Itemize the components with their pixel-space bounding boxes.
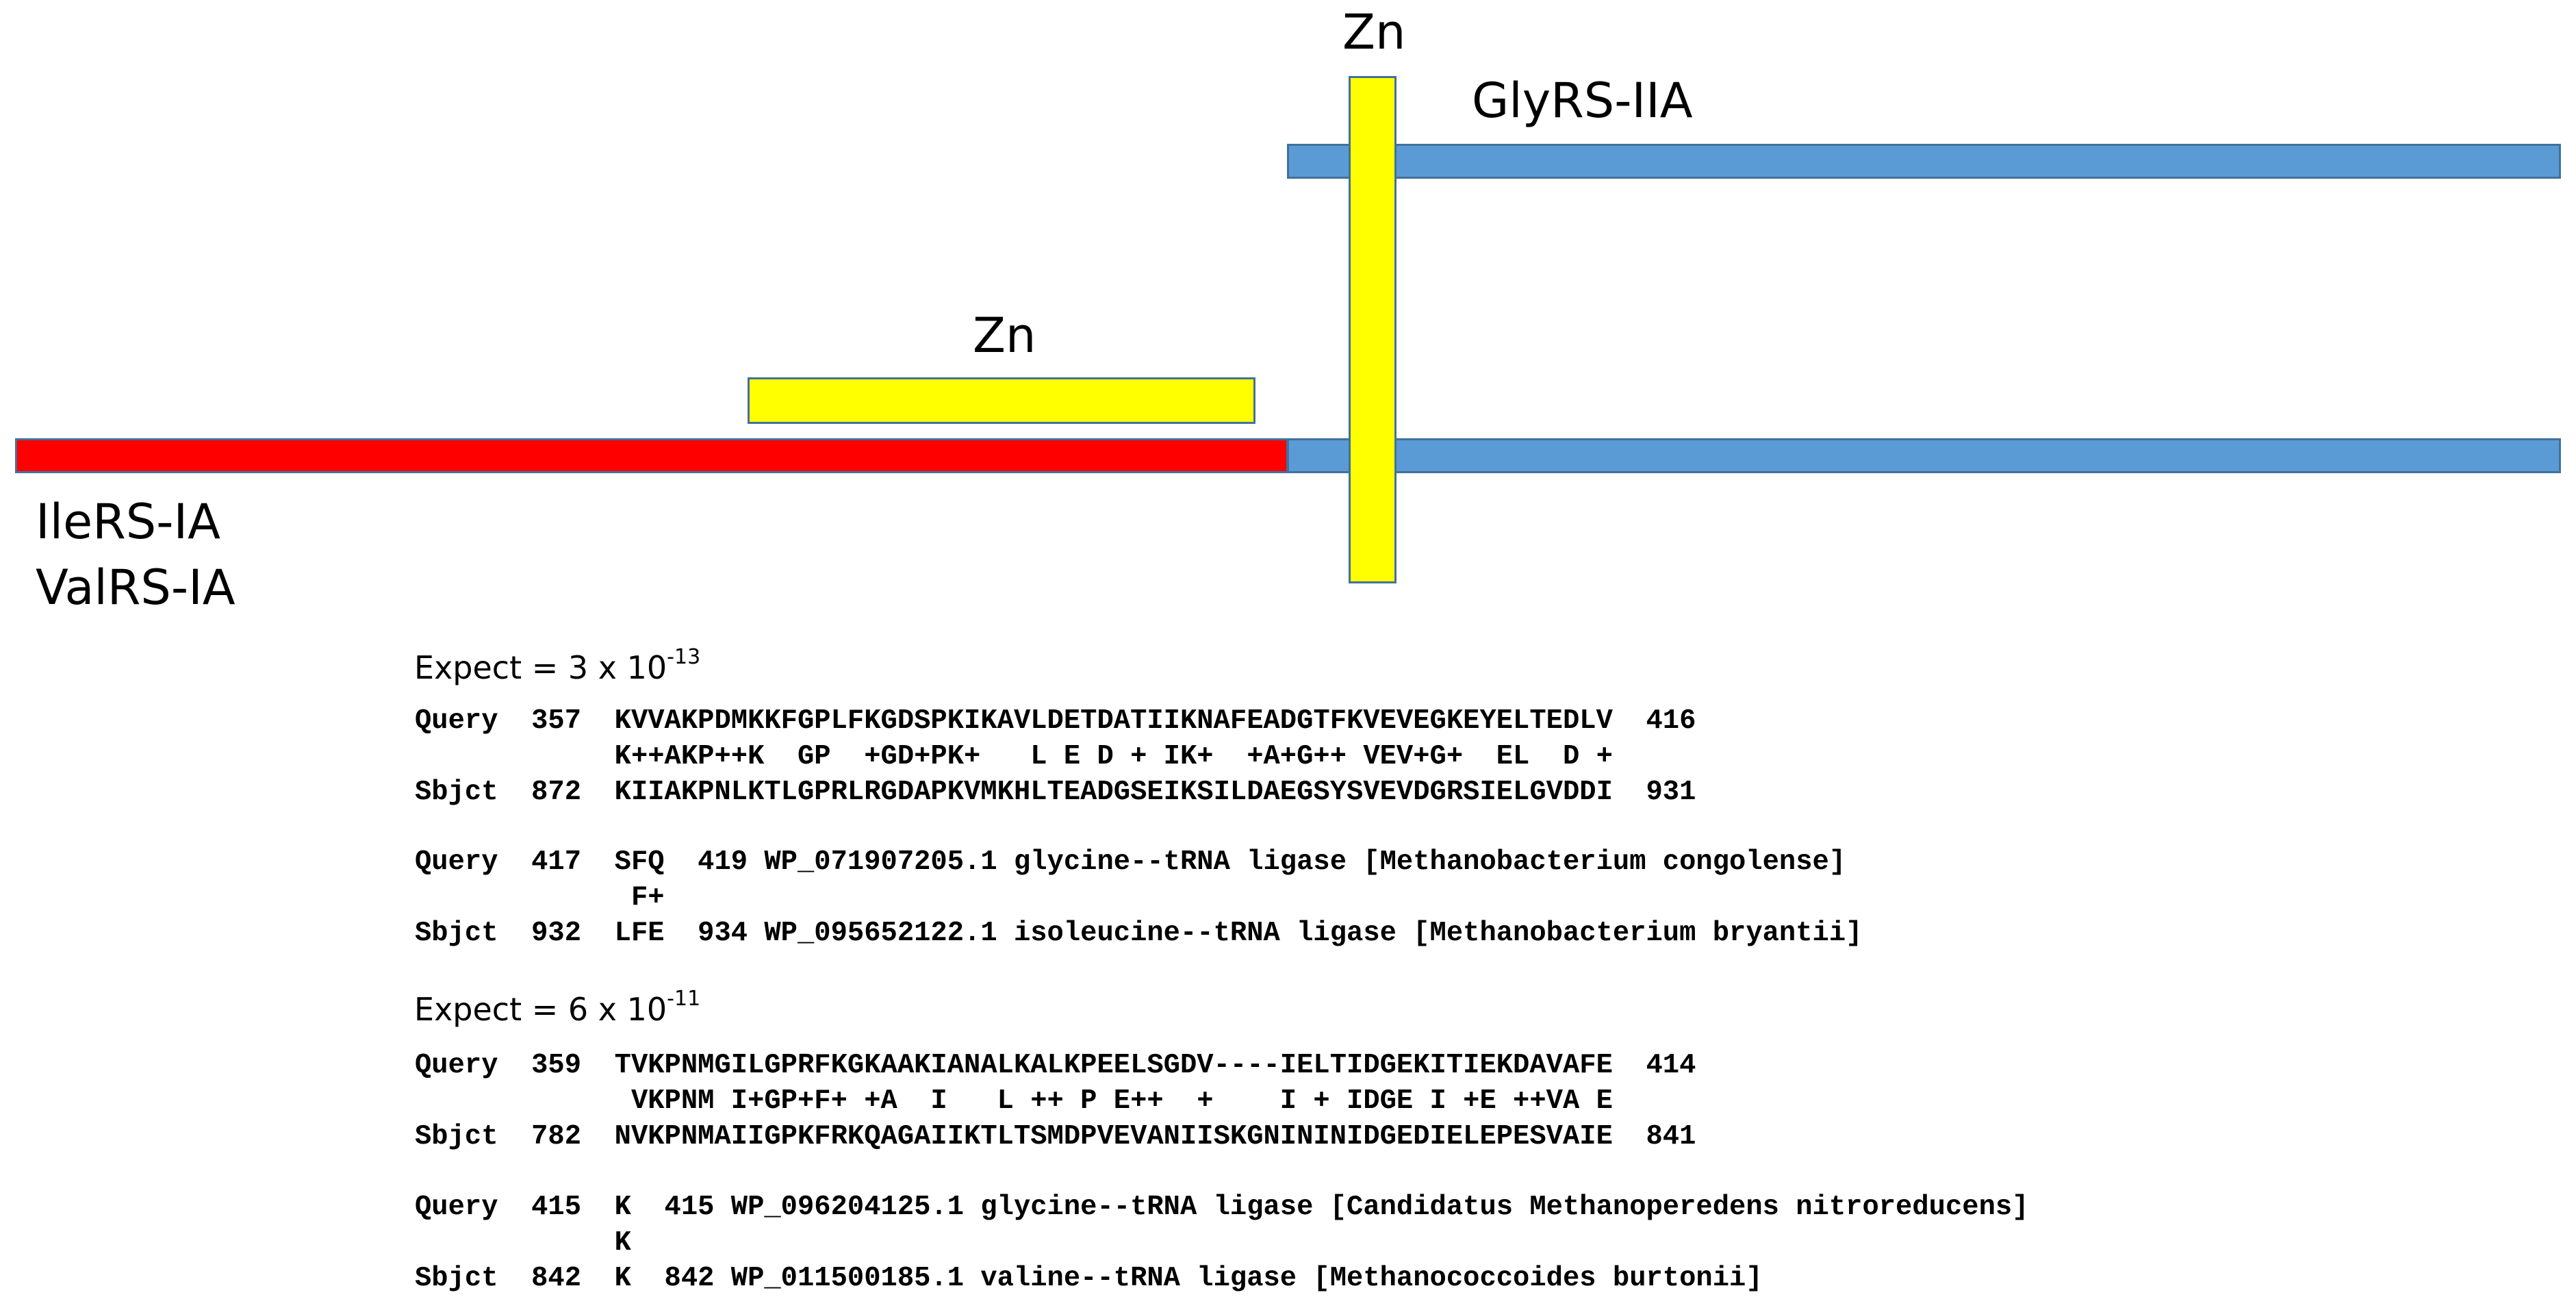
alignment-line: Query 359 TVKPNMGILGPRFKGKAAKIANALKALKPE… (415, 1050, 1696, 1081)
glyrs-bar-top (1287, 144, 2561, 179)
alignment-line: Query 417 SFQ 419 WP_071907205.1 glycine… (415, 846, 1846, 878)
ilers-class-ia-segment (15, 438, 1288, 473)
alignment-line: Query 357 KVVAKPDMKKFGPLFKGDSPKIKAVLDETD… (415, 705, 1696, 737)
zn-horizontal-bar (748, 377, 1255, 424)
alignment-line: K (415, 1227, 631, 1259)
ilers-label: IleRS-IA (36, 494, 221, 550)
alignment-1-block-1: Query 357 KVVAKPDMKKFGPLFKGDSPKIKAVLDETD… (415, 703, 1696, 810)
alignment-line: VKPNM I+GP+F+ +A I L ++ P E++ + I + IDGE… (415, 1085, 1613, 1117)
alignment-line: Sbjct 872 KIIAKPNLKTLGPRLRGDAPKVMKHLTEAD… (415, 777, 1696, 808)
alignment-2-block-1: Query 359 TVKPNMGILGPRFKGKAAKIANALKALKPE… (415, 1048, 1696, 1155)
zn-mid-label: Zn (973, 307, 1036, 364)
alignment-1-block-2: Query 417 SFQ 419 WP_071907205.1 glycine… (415, 844, 1862, 951)
ilers-blue-segment (1287, 438, 2561, 473)
valrs-label: ValRS-IA (36, 559, 235, 616)
alignment-line: K++AKP++K GP +GD+PK+ L E D + IK+ +A+G++ … (415, 741, 1613, 772)
expect-value-1: Expect = 3 x 10-13 (414, 645, 701, 687)
alignment-line: Sbjct 932 LFE 934 WP_095652122.1 isoleuc… (415, 918, 1863, 949)
alignment-2-block-2: Query 415 K 415 WP_096204125.1 glycine--… (415, 1189, 2028, 1296)
alignment-line: Sbjct 842 K 842 WP_011500185.1 valine--t… (415, 1263, 1763, 1294)
alignment-line: Query 415 K 415 WP_096204125.1 glycine--… (415, 1192, 2029, 1223)
alignment-line: F+ (415, 882, 665, 914)
alignment-line: Sbjct 782 NVKPNMAIIGPKFRKQAGAIIKTLTSMDPV… (415, 1121, 1696, 1152)
zn-vertical-bar (1349, 76, 1397, 583)
zn-top-label: Zn (1342, 4, 1406, 60)
expect-value-2: Expect = 6 x 10-11 (414, 987, 701, 1029)
glyrs-label: GlyRS-IIA (1472, 73, 1693, 129)
